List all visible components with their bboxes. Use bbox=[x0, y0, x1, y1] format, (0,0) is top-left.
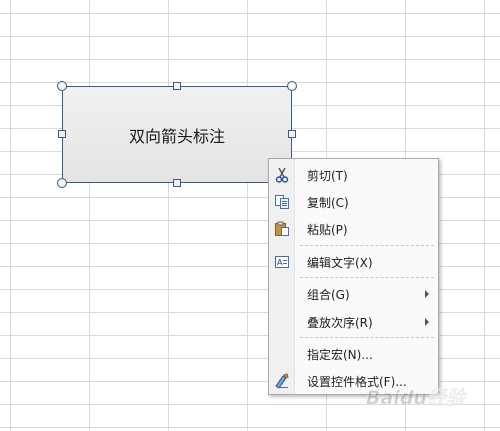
resize-handle-bottom[interactable] bbox=[173, 179, 181, 187]
menu-item-format-control[interactable]: 设置控件格式(F)... bbox=[269, 368, 438, 394]
submenu-arrow-icon bbox=[425, 318, 429, 326]
menu-item-label: 设置控件格式(F)... bbox=[307, 375, 407, 389]
menu-item-label: 粘贴(P) bbox=[307, 223, 348, 237]
menu-item-label: 指定宏(N)... bbox=[307, 348, 373, 362]
svg-text:A: A bbox=[277, 258, 283, 267]
menu-item-label: 复制(C) bbox=[307, 196, 349, 210]
shape-text[interactable]: 双向箭头标注 bbox=[128, 126, 225, 146]
menu-item-copy[interactable]: 复制(C) bbox=[269, 189, 438, 215]
resize-handle-bottom-left[interactable] bbox=[57, 178, 67, 188]
text-box-shape[interactable]: 双向箭头标注 bbox=[62, 86, 292, 183]
scissors-icon bbox=[274, 167, 290, 183]
menu-item-label: 组合(G) bbox=[307, 288, 350, 302]
menu-item-order[interactable]: 叠放次序(R) bbox=[269, 309, 438, 335]
resize-handle-top[interactable] bbox=[173, 82, 181, 90]
menu-item-cut[interactable]: 剪切(T) bbox=[269, 162, 438, 188]
resize-handle-left[interactable] bbox=[58, 130, 66, 138]
edit-text-icon: A bbox=[274, 254, 290, 270]
context-menu: 剪切(T) 复制(C) 粘贴(P) bbox=[268, 158, 439, 395]
svg-text:Baidu经验: Baidu经验 bbox=[366, 387, 468, 409]
menu-item-label: 叠放次序(R) bbox=[307, 316, 373, 330]
menu-item-label: 编辑文字(X) bbox=[307, 256, 373, 270]
resize-handle-right[interactable] bbox=[288, 130, 296, 138]
menu-item-edit-text[interactable]: A 编辑文字(X) bbox=[269, 249, 438, 275]
menu-item-label: 剪切(T) bbox=[307, 169, 348, 183]
menu-item-paste[interactable]: 粘贴(P) bbox=[269, 216, 438, 242]
submenu-arrow-icon bbox=[425, 290, 429, 298]
menu-separator bbox=[300, 277, 434, 278]
format-control-icon bbox=[274, 373, 290, 389]
copy-icon bbox=[274, 194, 290, 210]
menu-separator bbox=[300, 245, 434, 246]
resize-handle-top-left[interactable] bbox=[57, 81, 67, 91]
paste-icon bbox=[274, 221, 290, 237]
menu-separator bbox=[300, 337, 434, 338]
menu-item-group[interactable]: 组合(G) bbox=[269, 281, 438, 307]
baidu-watermark: Baidu经验 bbox=[364, 378, 496, 418]
menu-item-assign-macro[interactable]: 指定宏(N)... bbox=[269, 341, 438, 367]
resize-handle-top-right[interactable] bbox=[287, 81, 297, 91]
